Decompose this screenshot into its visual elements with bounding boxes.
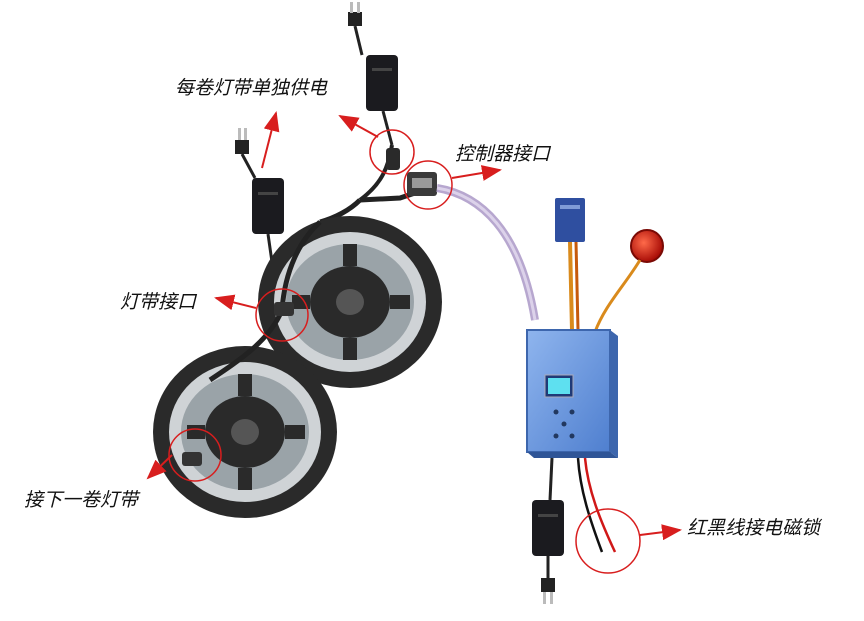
highlight-circle bbox=[369, 129, 415, 175]
highlight-circle bbox=[575, 508, 641, 574]
controller-box-icon bbox=[526, 329, 618, 458]
power-adapter-left bbox=[235, 128, 284, 263]
arrow bbox=[214, 294, 257, 311]
label-controller-port: 控制器接口 bbox=[455, 143, 551, 165]
next-reel-connector bbox=[182, 452, 202, 466]
power-plug-icon bbox=[348, 2, 362, 26]
red-button-icon bbox=[630, 229, 664, 263]
arrow bbox=[261, 111, 280, 169]
label-next-reel: 接下一卷灯带 bbox=[24, 489, 139, 511]
highlight-circle bbox=[168, 428, 222, 482]
lock-wires bbox=[576, 457, 617, 553]
arrow bbox=[338, 115, 379, 138]
power-adapter-top bbox=[348, 2, 400, 202]
power-adapter-bottom bbox=[532, 457, 564, 604]
arrow bbox=[146, 454, 173, 480]
led-strip-reel-icon bbox=[258, 216, 442, 388]
power-plug-icon bbox=[541, 578, 555, 604]
controller-port-connector bbox=[407, 172, 437, 196]
highlight-circle bbox=[255, 288, 309, 342]
led-strip-reel-icon bbox=[153, 346, 337, 518]
power-plug-icon bbox=[235, 128, 249, 154]
label-strip-port: 灯带接口 bbox=[120, 291, 197, 313]
label-power-each-reel: 每卷灯带单独供电 bbox=[175, 77, 328, 99]
rfid-card-icon bbox=[555, 198, 585, 242]
power-adapter-icon bbox=[252, 178, 284, 234]
arrow bbox=[639, 524, 682, 541]
strip-connector bbox=[274, 302, 294, 316]
power-adapter-icon bbox=[532, 500, 564, 556]
highlight-circle bbox=[403, 160, 453, 210]
arrow bbox=[451, 165, 502, 181]
label-lock-wires: 红黑线接电磁锁 bbox=[687, 517, 821, 539]
power-adapter-icon bbox=[366, 55, 398, 111]
